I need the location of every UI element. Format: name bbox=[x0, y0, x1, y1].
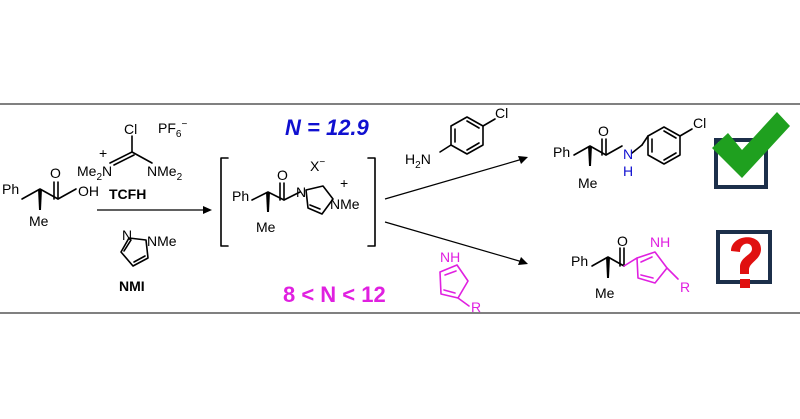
reactant-o-label: O bbox=[50, 165, 61, 181]
reactant-oh-label: OH bbox=[78, 183, 99, 199]
intermediate-bracket bbox=[220, 157, 376, 247]
nmi-reagent: N NMe NMI bbox=[119, 227, 177, 294]
amide-me-label: Me bbox=[578, 175, 598, 191]
arrow-to-ketone bbox=[384, 221, 528, 265]
amide-n-label: N bbox=[623, 146, 633, 162]
aniline-cl-label: Cl bbox=[495, 105, 508, 121]
intermediate-x-label: X− bbox=[310, 157, 325, 174]
arrow-to-amide bbox=[384, 156, 528, 200]
reactant-ph-label: Ph bbox=[2, 181, 19, 197]
tcfh-plus-label: + bbox=[99, 145, 107, 161]
success-check-icon bbox=[712, 112, 790, 189]
intermediate-o-label: O bbox=[277, 167, 288, 183]
nmi-nme-label: NMe bbox=[147, 233, 177, 249]
pyrrole-nh-label: NH bbox=[440, 249, 460, 265]
tcfh-pf6-label: PF6− bbox=[158, 119, 187, 140]
ketone-me-label: Me bbox=[595, 285, 615, 301]
amide-cl-label: Cl bbox=[693, 115, 706, 131]
product-ketone: Ph O Me NH R bbox=[571, 233, 690, 301]
nmi-name: NMI bbox=[119, 278, 145, 294]
ketone-nh-label: NH bbox=[650, 234, 670, 250]
tcfh-me2n-label: Me2N bbox=[77, 163, 112, 183]
nmi-n-label: N bbox=[122, 227, 132, 243]
acyl-imidazolium: Ph O Me N X− + NMe bbox=[232, 157, 360, 235]
ketone-r-label: R bbox=[680, 279, 690, 295]
pyrrole-r-label: R bbox=[471, 299, 481, 315]
reactant-acid: Ph O OH Me bbox=[2, 165, 99, 229]
intermediate-me-label: Me bbox=[256, 219, 276, 235]
chloroaniline-nucleophile: H2N Cl bbox=[405, 105, 508, 171]
reactant-me-label: Me bbox=[29, 213, 49, 229]
ketone-ph-label: Ph bbox=[571, 253, 588, 269]
intermediate-ph-label: Ph bbox=[232, 188, 249, 204]
uncertain-question-icon bbox=[716, 230, 772, 288]
intermediate-nme-label: NMe bbox=[330, 196, 360, 212]
tcfh-reagent: Cl PF6− + Me2N NMe2 TCFH bbox=[77, 119, 187, 202]
tcfh-name: TCFH bbox=[109, 186, 146, 202]
amide-ph-label: Ph bbox=[553, 144, 570, 160]
tcfh-cl-label: Cl bbox=[124, 121, 137, 137]
aniline-h2n-label: H2N bbox=[405, 151, 431, 171]
tcfh-nme2-label: NMe2 bbox=[147, 163, 183, 183]
intermediate-plus-label: + bbox=[340, 175, 348, 191]
amide-h-label: H bbox=[623, 163, 633, 179]
nucleophilicity-pyrrole: 8 < N < 12 bbox=[283, 282, 386, 307]
arrow-activation bbox=[97, 206, 212, 214]
product-amide: Ph O Me N H Cl bbox=[553, 115, 706, 191]
ketone-o-label: O bbox=[617, 233, 628, 249]
pyrrole-nucleophile: NH R bbox=[439, 249, 481, 315]
amide-o-label: O bbox=[598, 123, 609, 139]
nucleophilicity-amine: N = 12.9 bbox=[285, 115, 370, 140]
intermediate-n-label: N bbox=[296, 184, 306, 200]
